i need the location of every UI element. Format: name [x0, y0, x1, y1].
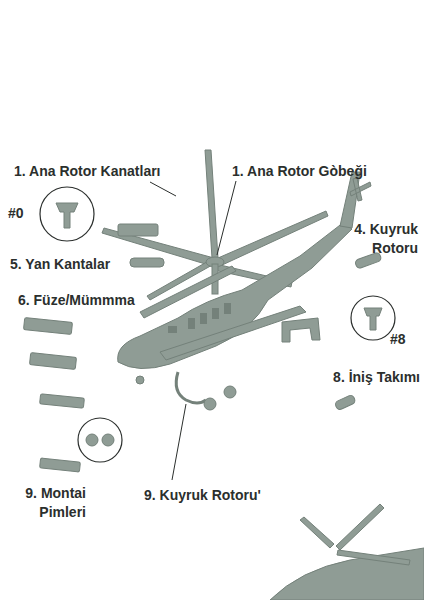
part-label: 9. Montai Pimleri — [6, 484, 86, 522]
drawing-rect — [168, 326, 177, 333]
landing-gear — [176, 372, 206, 403]
callout-number: #0 — [8, 204, 24, 223]
loose-part — [130, 258, 164, 267]
loose-part — [118, 224, 158, 236]
drawing-path — [217, 181, 236, 255]
part-label: 6. Füze/Mümmma — [18, 291, 135, 310]
nose-wheel — [136, 376, 144, 384]
part-label: 9. Kuyruk Rotoru' — [144, 486, 261, 505]
landing-wheel — [224, 386, 236, 398]
leader-lines — [150, 181, 236, 480]
drawing-circle — [351, 296, 395, 340]
loose-part — [282, 318, 320, 342]
drawing-circle — [40, 187, 94, 241]
loose-part — [40, 394, 85, 409]
loose-part — [334, 394, 356, 411]
detail-circles — [40, 187, 395, 462]
parts — [24, 150, 424, 600]
second-rotor — [300, 504, 410, 565]
tail-rotor — [350, 178, 371, 201]
part-label: 8. İniş Takımı — [333, 368, 420, 387]
drawing-path — [364, 308, 382, 330]
landing-wheel — [204, 398, 216, 410]
part-label: 1. Ana Rotor Kanatları — [14, 162, 161, 181]
drawing-rect — [212, 308, 219, 319]
detail-parts — [56, 203, 382, 446]
drawing-rect — [188, 318, 195, 329]
loose-part — [24, 318, 73, 335]
drawing-rect — [200, 313, 207, 324]
windows — [168, 303, 231, 333]
drawing-circle — [86, 434, 98, 446]
drawing-rect — [224, 303, 231, 314]
loose-part — [29, 353, 76, 370]
drawing-circle — [78, 418, 122, 462]
part-label: 4. Kuyruk Rotoru — [352, 220, 418, 258]
callout-number: #8 — [390, 330, 406, 349]
loose-part — [40, 458, 81, 472]
drawing-circle — [102, 434, 114, 446]
fuselage — [118, 222, 352, 369]
drawing-path — [205, 150, 218, 258]
drawing-path — [172, 404, 186, 480]
drawing-path — [56, 203, 78, 228]
part-label: 5. Yan Kantalar — [10, 255, 110, 274]
drawing-path — [150, 182, 176, 196]
part-label: 1. Ana Rotor Gòbeği — [232, 162, 367, 181]
